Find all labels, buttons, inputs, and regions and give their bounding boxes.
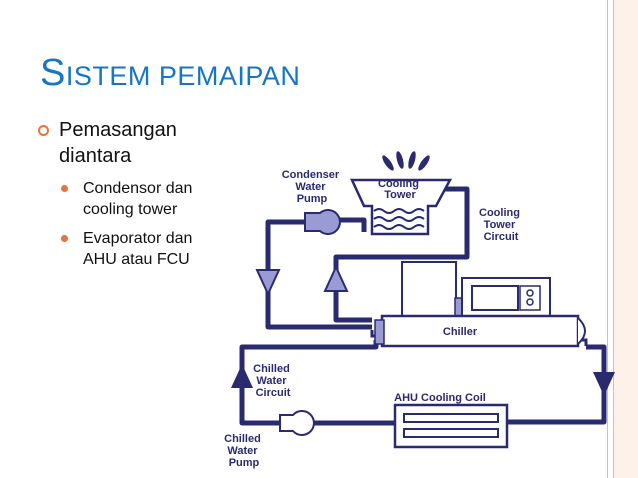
chilled-water-circuit-label: Chilled Water Circuit <box>253 363 293 399</box>
flow-arrow-up <box>323 264 349 292</box>
sub-bullet-item: Condensor dan cooling tower <box>59 178 198 220</box>
sub-bullet-item: Evaporator dan AHU atau FCU <box>59 228 198 270</box>
chilled-return-pipe <box>506 344 607 425</box>
cooling-tower-label: Cooling Tower <box>378 178 422 201</box>
chilled-pump-label: Chilled Water Pump <box>224 433 264 469</box>
flow-arrow-down <box>593 372 615 396</box>
chiller-system-diagram: Condenser Water Pump Cooling Tower Cooli… <box>222 142 638 478</box>
flow-arrow-down <box>255 269 281 297</box>
right-decor-band <box>613 0 638 478</box>
cooling-tower <box>350 151 453 236</box>
flow-arrow-up <box>231 364 253 388</box>
cooling-tower-pipe <box>333 186 470 323</box>
bullet-item: Pemasangan diantara <box>38 117 198 169</box>
sub-bullet-list: Condensor dan cooling tower Evaporator d… <box>38 178 198 270</box>
tower-to-pump-pipe <box>340 217 367 232</box>
bullet-list: Pemasangan diantara Condensor dan coolin… <box>38 117 198 278</box>
slide-title: SISTEM PEMAIPAN <box>40 52 301 94</box>
chilled-pump <box>279 410 315 436</box>
condenser-pump-label: Condenser Water Pump <box>282 169 343 205</box>
right-decor-line <box>613 0 614 478</box>
ahu-cooling-coil <box>393 403 509 449</box>
chiller-unit <box>374 261 586 348</box>
ahu-cooling-coil-label: AHU Cooling Coil <box>394 392 486 404</box>
cooling-tower-circuit-label: Cooling Tower Circuit <box>479 207 523 243</box>
condenser-water-pipe <box>265 219 372 330</box>
right-decor-line <box>607 0 608 478</box>
condenser-pump <box>304 209 341 235</box>
chiller-label: Chiller <box>443 326 478 338</box>
